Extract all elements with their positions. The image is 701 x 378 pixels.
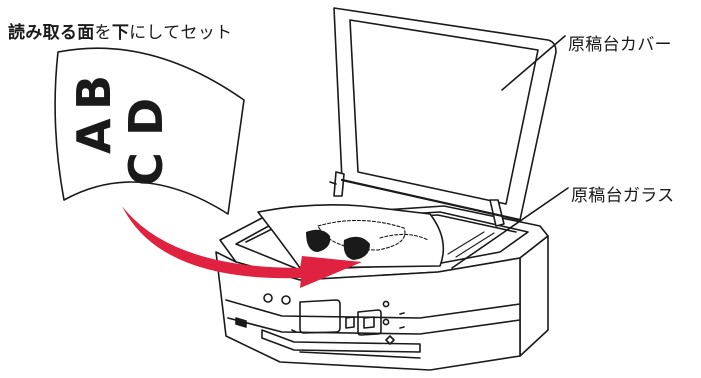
document-letter-a: A xyxy=(67,118,121,154)
document-letter-b: B xyxy=(67,75,121,110)
document-letter-d: D xyxy=(119,98,173,136)
document-cover xyxy=(330,8,556,226)
document-letter-c: C xyxy=(119,152,173,186)
